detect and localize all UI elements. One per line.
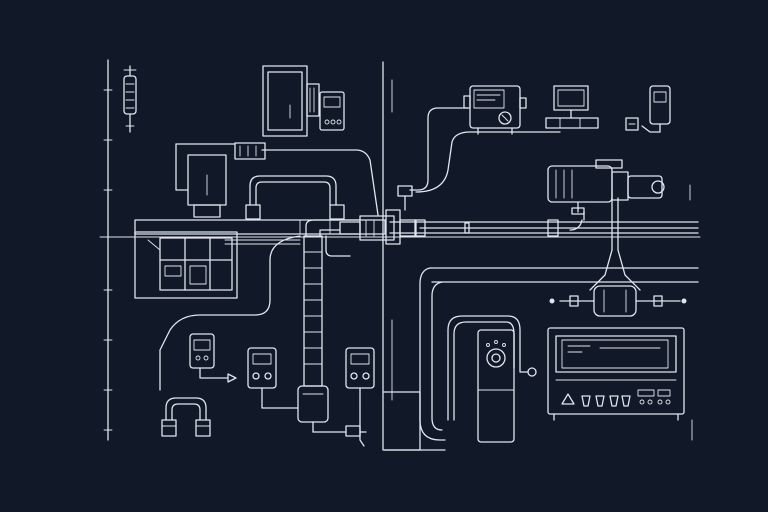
inline-filter [549, 249, 687, 317]
central-valve-assembly [339, 185, 417, 245]
pump-motor-unit [463, 85, 527, 135]
wall-cabinet [262, 65, 320, 137]
left-junction-panel [134, 231, 238, 299]
main-pipe-manifold [134, 219, 699, 283]
wall-switch-panel [319, 91, 345, 131]
base-canister [297, 385, 367, 447]
upper-supply-line [409, 107, 561, 193]
vertical-pipe-riser [159, 219, 361, 391]
handheld-device [625, 85, 671, 133]
computer-monitor [545, 85, 599, 129]
motor-drive [547, 159, 665, 251]
upper-pipe-loops [245, 149, 379, 220]
valve-control-unit [175, 142, 266, 218]
u-bend-coil [161, 397, 211, 437]
lower-center-box [383, 391, 446, 451]
small-meter-1 [189, 333, 237, 383]
left-sensor-probe [123, 65, 137, 133]
control-console [547, 327, 685, 421]
small-meter-2 [247, 347, 299, 409]
small-meter-3 [345, 347, 375, 401]
tower-unit [477, 329, 515, 443]
